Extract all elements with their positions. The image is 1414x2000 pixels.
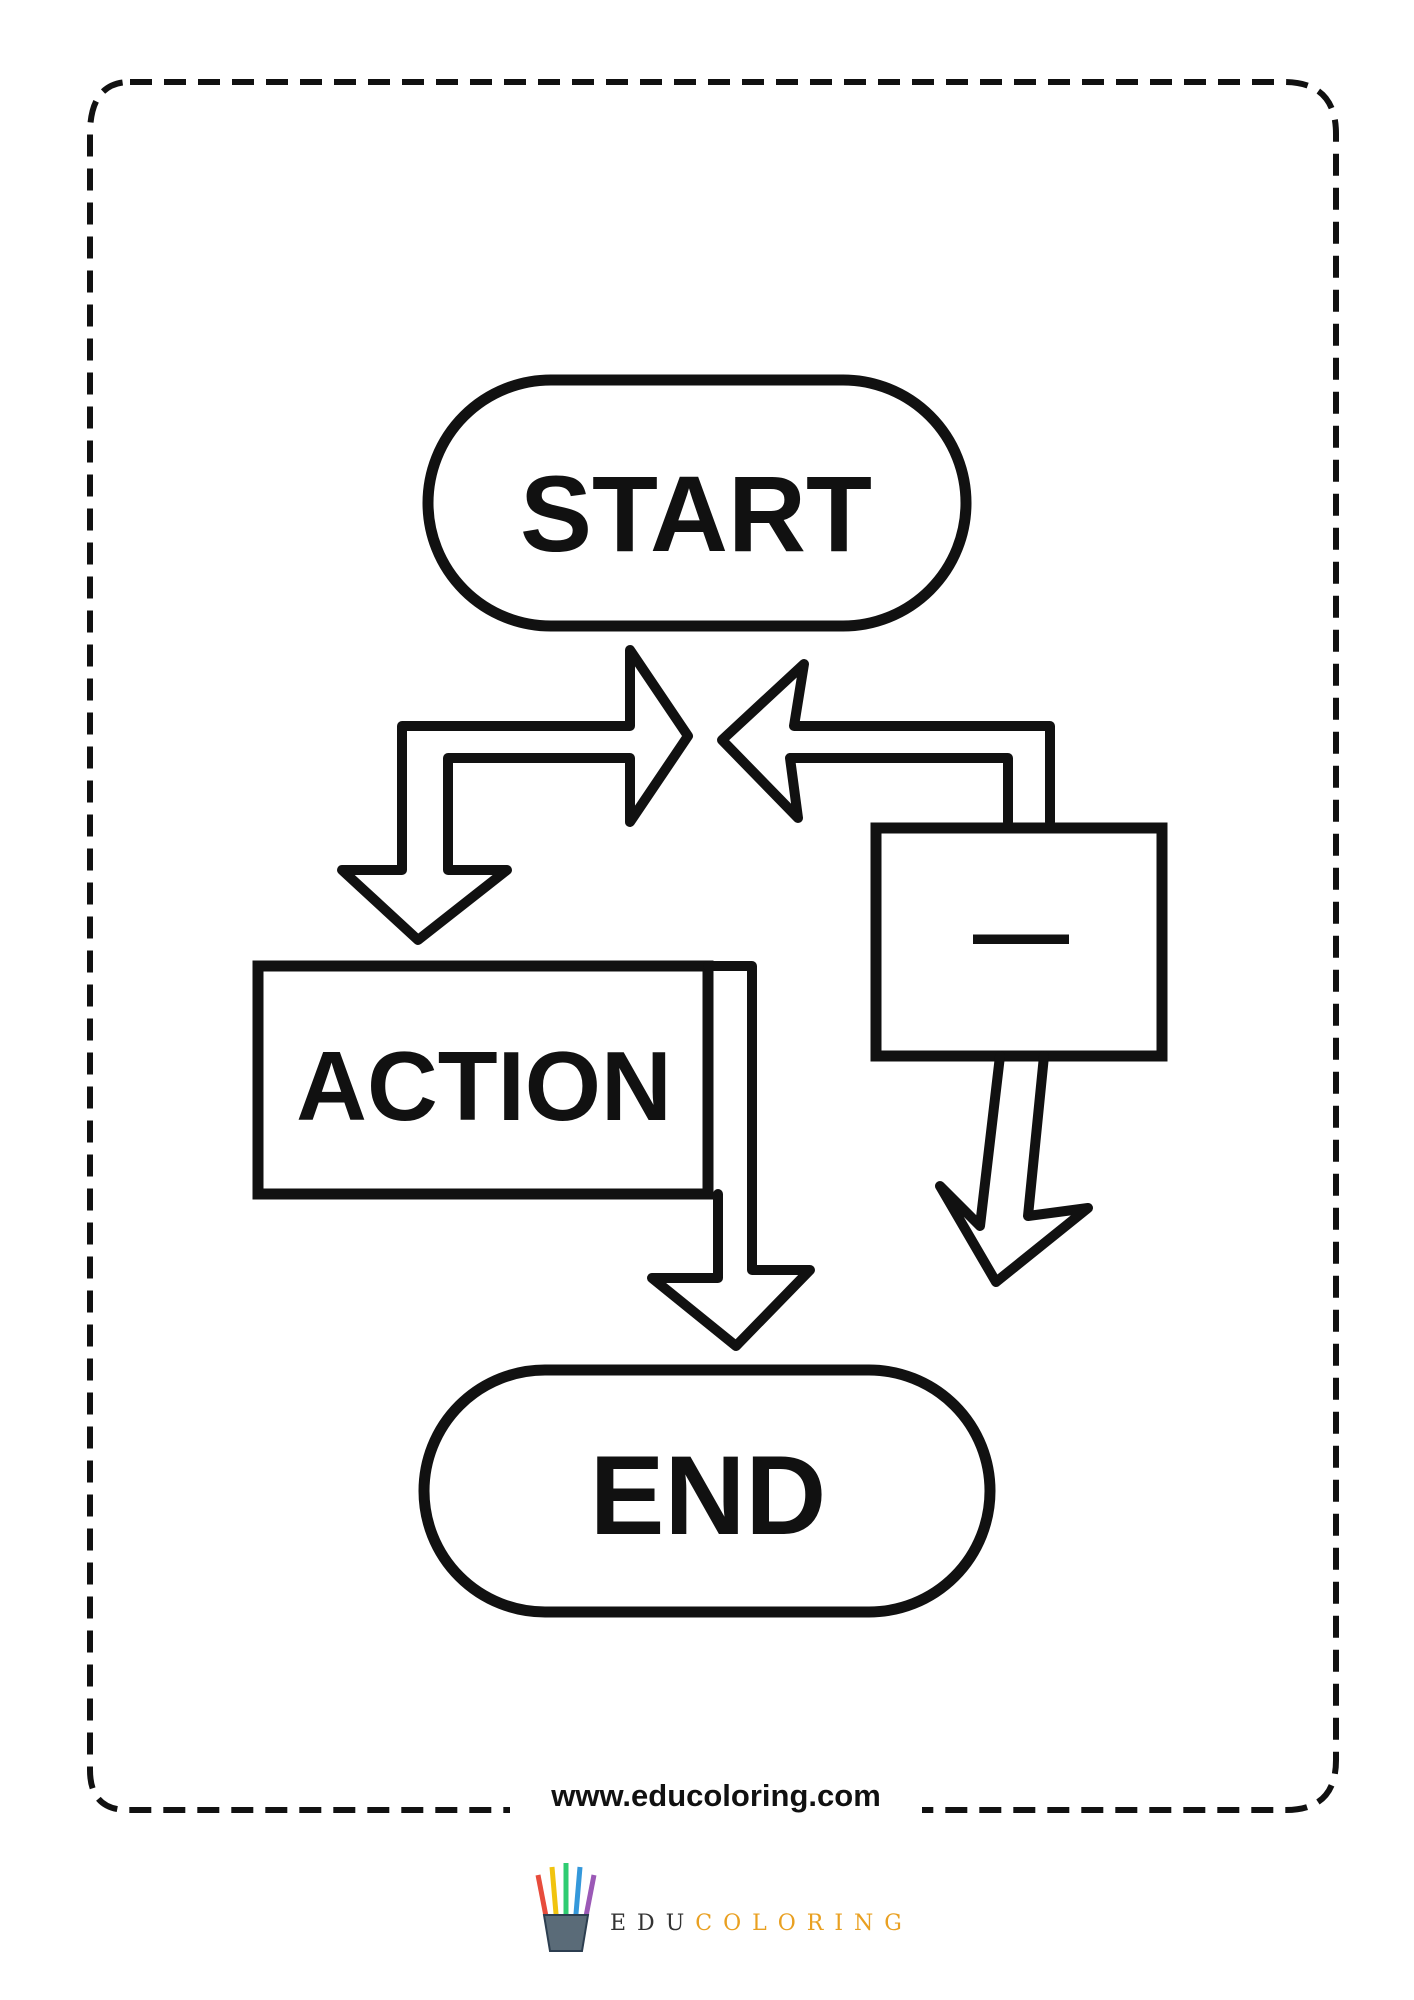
- pencil-cup-icon: [535, 1863, 597, 1952]
- decision-node: [870, 822, 1168, 1062]
- end-node: [418, 1364, 996, 1618]
- arrow-decision-down: [935, 1051, 1093, 1287]
- start-label: START: [520, 453, 872, 574]
- logo-wordmark: EDUCOLORING: [610, 1911, 913, 1936]
- start-node: [422, 374, 972, 632]
- educoloring-logo: EDUCOLORING: [530, 1855, 902, 1955]
- end-label: END: [590, 1433, 826, 1558]
- action-label: ACTION: [296, 1031, 672, 1141]
- logo-part-edu: EDU: [610, 1911, 696, 1936]
- action-node: [252, 960, 714, 1200]
- loop-arrow-left: [337, 645, 693, 945]
- dashed-border: [87, 79, 1339, 1813]
- arrow-action-to-end: [647, 961, 815, 1351]
- logo-part-coloring: COLORING: [695, 1911, 913, 1936]
- decision-label: —: [973, 879, 1069, 986]
- footer-url[interactable]: www.educoloring.com: [510, 1778, 922, 1814]
- loop-arrow-right: [717, 659, 1055, 827]
